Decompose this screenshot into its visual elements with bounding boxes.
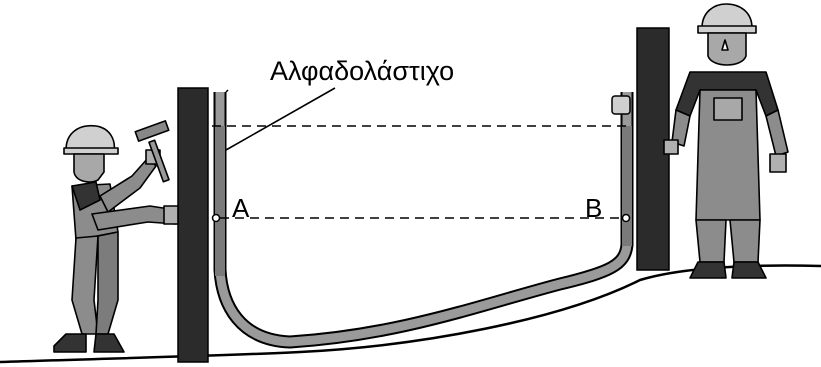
point-a-label: A <box>232 193 250 223</box>
point-b-marker <box>621 213 631 223</box>
left-post <box>177 87 209 363</box>
point-b-label: B <box>585 193 602 223</box>
ground-line <box>0 264 821 364</box>
right-worker <box>663 3 789 279</box>
hose-clip <box>611 95 631 115</box>
hose-label-leader <box>225 87 336 151</box>
level-hose <box>213 89 634 349</box>
left-worker <box>53 120 179 353</box>
hose-label: Αλφαδολάστιχο <box>270 56 454 86</box>
point-a-marker <box>211 213 221 223</box>
